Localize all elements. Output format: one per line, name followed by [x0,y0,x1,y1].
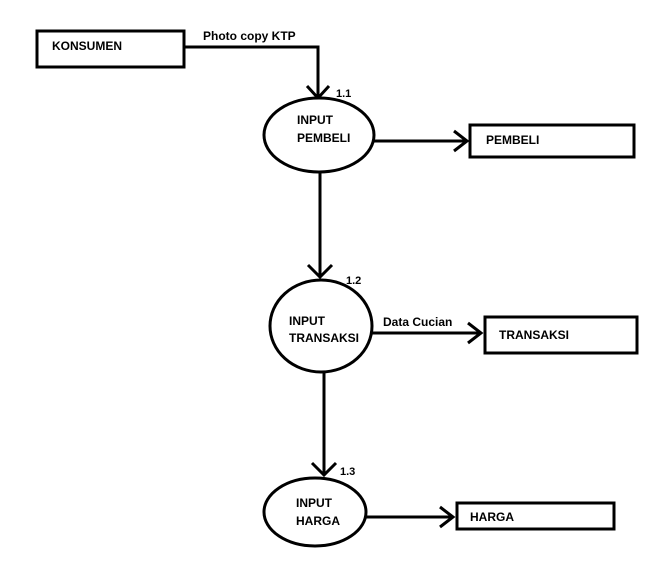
process-input-harga-line1: INPUT [296,496,333,510]
entity-transaksi: TRANSAKSI [483,315,639,355]
flow-input-pembeli-to-input-transaksi [306,172,334,280]
flow-label-photo-copy-ktp: Photo copy KTP [203,29,296,43]
flow-input-pembeli-to-pembeli [374,129,470,153]
process-input-transaksi: INPUT TRANSAKSI 1.2 [268,275,374,374]
flow-input-transaksi-to-transaksi: Data Cucian [371,315,484,345]
process-number-1-1: 1.1 [336,88,351,100]
flow-konsumen-to-input-pembeli: Photo copy KTP [184,29,331,101]
process-input-harga: INPUT HARGA 1.3 [262,466,368,548]
process-number-1-3: 1.3 [340,466,355,478]
entity-pembeli: PEMBELI [468,123,636,159]
entity-pembeli-label: PEMBELI [486,133,539,147]
process-input-pembeli: INPUT PEMBELI 1.1 [262,88,376,174]
process-input-transaksi-line1: INPUT [289,314,326,328]
flow-input-transaksi-to-input-harga [310,372,338,478]
process-input-pembeli-line1: INPUT [297,113,334,127]
entity-konsumen-label: KONSUMEN [52,39,122,53]
process-input-pembeli-line2: PEMBELI [297,131,350,145]
flow-label-data-cucian: Data Cucian [383,315,452,329]
entity-harga-label: HARGA [470,510,514,524]
process-input-transaksi-line2: TRANSAKSI [289,331,359,345]
process-number-1-2: 1.2 [346,275,361,287]
entity-harga: HARGA [455,501,616,531]
flow-input-harga-to-harga [366,505,456,529]
process-input-harga-line2: HARGA [296,514,340,528]
entity-konsumen: KONSUMEN [35,29,186,69]
entity-transaksi-label: TRANSAKSI [499,328,569,342]
